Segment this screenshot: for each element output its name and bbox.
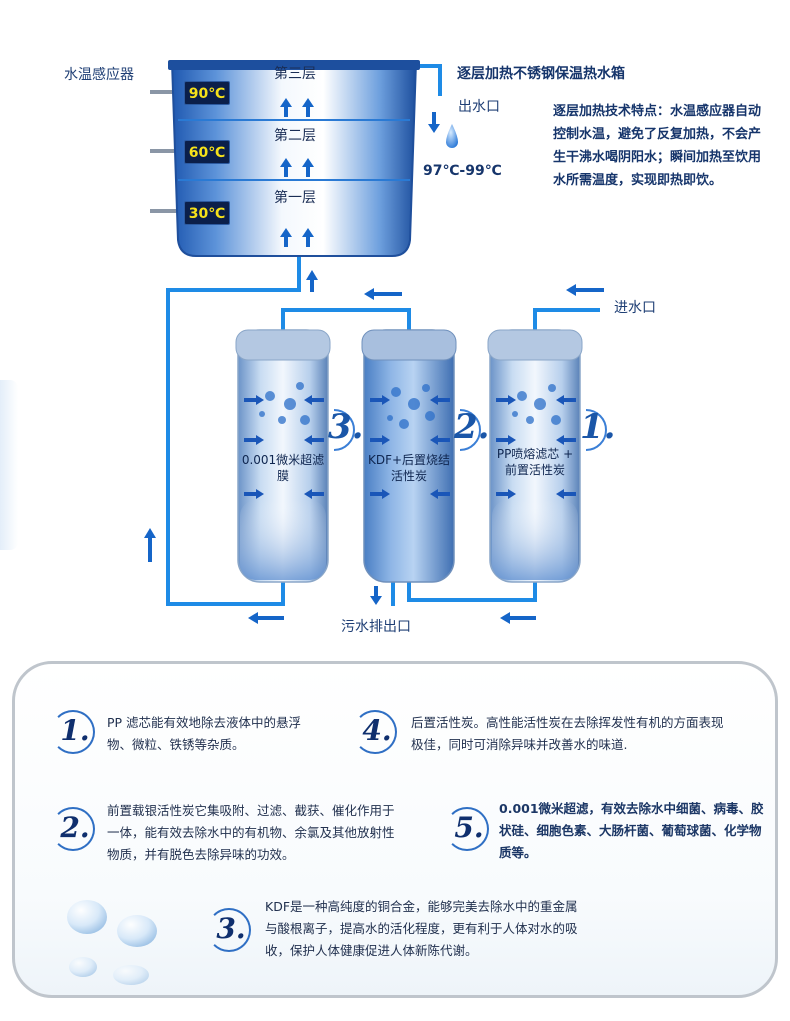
desc-3-text: KDF是一种高纯度的铜合金，能够完美去除水中的重金属与酸根离子，提高水的活化程度… bbox=[265, 899, 578, 958]
water-drop-icon bbox=[446, 124, 458, 148]
description-panel: 1. PP 滤芯能有效地除去液体中的悬浮物、微粒、铁锈等杂质。 4. 后置活性炭… bbox=[12, 661, 778, 998]
drain-label: 污水排出口 bbox=[341, 619, 411, 635]
filter-cartridge-2 bbox=[361, 329, 457, 583]
temp-range-label: 97℃-99℃ bbox=[423, 163, 502, 179]
desc-1-badge: 1. bbox=[51, 710, 95, 754]
desc-2-number: 2. bbox=[60, 811, 90, 844]
temp-badge-90: 90℃ bbox=[184, 81, 230, 105]
water-system-diagram bbox=[144, 60, 607, 624]
desc-5-badge: 5. bbox=[445, 807, 489, 851]
desc-4-badge: 4. bbox=[353, 710, 397, 754]
heating-feature-text: 逐层加热技术特点：水温感应器自动控制水温，避免了反复加热，不会产生干沸水喝阴阳水… bbox=[553, 104, 762, 188]
filter-3-step: 3. bbox=[328, 407, 364, 447]
desc-3-number: 3. bbox=[216, 912, 246, 945]
desc-5-number: 5. bbox=[454, 811, 484, 844]
sensor-label: 水温感应器 bbox=[64, 67, 134, 83]
filter-cartridge-3 bbox=[235, 329, 331, 583]
inlet-label: 进水口 bbox=[614, 300, 656, 316]
filter-1-step: 1. bbox=[580, 407, 616, 447]
left-decorative-glow bbox=[0, 380, 18, 550]
desc-1-number: 1. bbox=[60, 714, 90, 747]
hot-water-tank bbox=[168, 60, 420, 257]
desc-2-badge: 2. bbox=[51, 807, 95, 851]
layer-1-label: 第一层 bbox=[274, 190, 316, 206]
filter-1-text: PP喷熔滤芯 + 前置活性炭 bbox=[496, 447, 574, 477]
desc-2-text: 前置载银活性炭它集吸附、过滤、截获、催化作用于一体，能有效去除水中的有机物、余氯… bbox=[107, 803, 395, 862]
filter-bubbles bbox=[259, 382, 561, 429]
step-circles bbox=[333, 409, 607, 451]
temp-badge-60: 60℃ bbox=[184, 140, 230, 164]
temp-badge-30: 30℃ bbox=[184, 201, 230, 225]
layer-2-label: 第二层 bbox=[274, 128, 316, 144]
desc-1-text: PP 滤芯能有效地除去液体中的悬浮物、微粒、铁锈等杂质。 bbox=[107, 715, 302, 752]
inward-arrows bbox=[244, 395, 576, 499]
tank-title: 逐层加热不锈钢保温热水箱 bbox=[457, 66, 625, 82]
desc-3-badge: 3. bbox=[207, 908, 251, 952]
bubble-decoration bbox=[67, 900, 157, 985]
filter-2-step: 2. bbox=[454, 407, 490, 447]
layer-3-label: 第三层 bbox=[274, 66, 316, 82]
desc-4-text: 后置活性炭。高性能活性炭在去除挥发性有机的方面表现极佳，同时可消除异味并改善水的… bbox=[411, 715, 724, 752]
desc-5-text: 0.001微米超滤，有效去除水中细菌、病毒、胶状硅、细胞色素、大肠杆菌、葡萄球菌… bbox=[499, 801, 764, 860]
desc-4-number: 4. bbox=[362, 714, 392, 747]
outlet-label: 出水口 bbox=[458, 99, 500, 115]
filter-cartridge-1 bbox=[487, 329, 583, 583]
flow-arrows bbox=[144, 98, 604, 624]
filter-3-text: 0.001微米超滤膜 bbox=[241, 453, 325, 483]
filter-2-text: KDF+后置烧结活性炭 bbox=[367, 453, 451, 483]
